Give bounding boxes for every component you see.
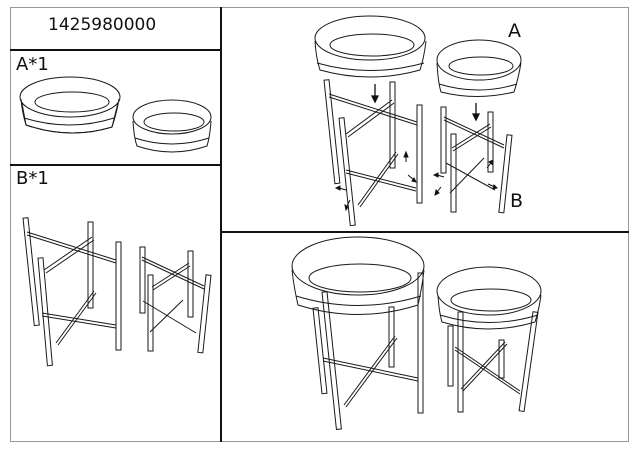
part-a-label: A*1 [16,54,49,75]
row-divider-parts [10,164,221,166]
callout-b: B [510,190,524,212]
part-b-label: B*1 [16,168,49,189]
row-divider-steps [221,231,629,233]
row-divider-header [10,49,221,51]
sheet-frame [10,7,629,442]
column-divider [220,7,222,442]
callout-a: A [508,20,521,42]
part-number: 1425980000 [48,15,157,35]
